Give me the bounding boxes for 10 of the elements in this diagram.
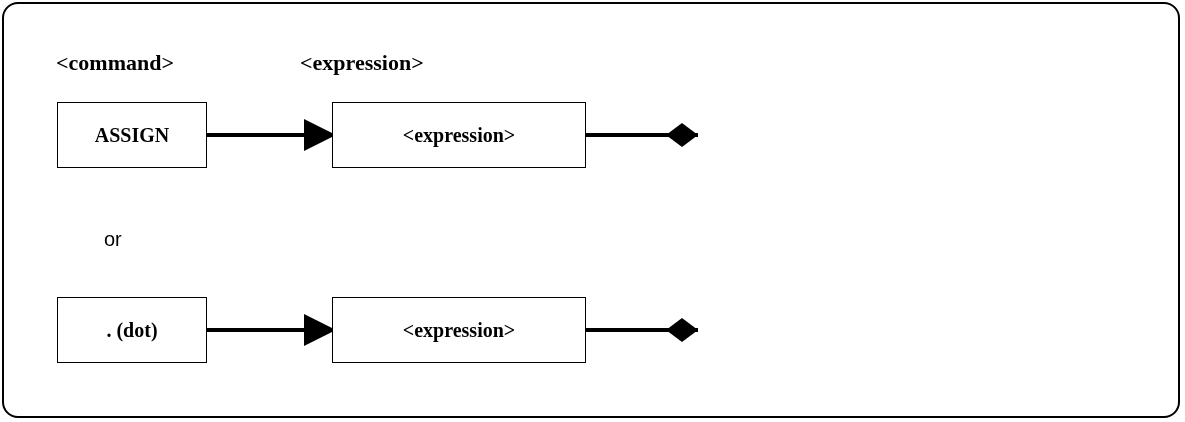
syntax-heading: <expression> — [300, 49, 424, 77]
syntax-box: . (dot) — [57, 297, 207, 363]
diamond-end-line — [586, 318, 698, 342]
syntax-box: <expression> — [332, 297, 586, 363]
syntax-heading: <command> — [56, 49, 174, 77]
separator-text: or — [104, 227, 122, 252]
diamond-end-line — [586, 123, 698, 147]
syntax-box: <expression> — [332, 102, 586, 168]
syntax-box: ASSIGN — [57, 102, 207, 168]
frame-border — [2, 2, 1180, 418]
